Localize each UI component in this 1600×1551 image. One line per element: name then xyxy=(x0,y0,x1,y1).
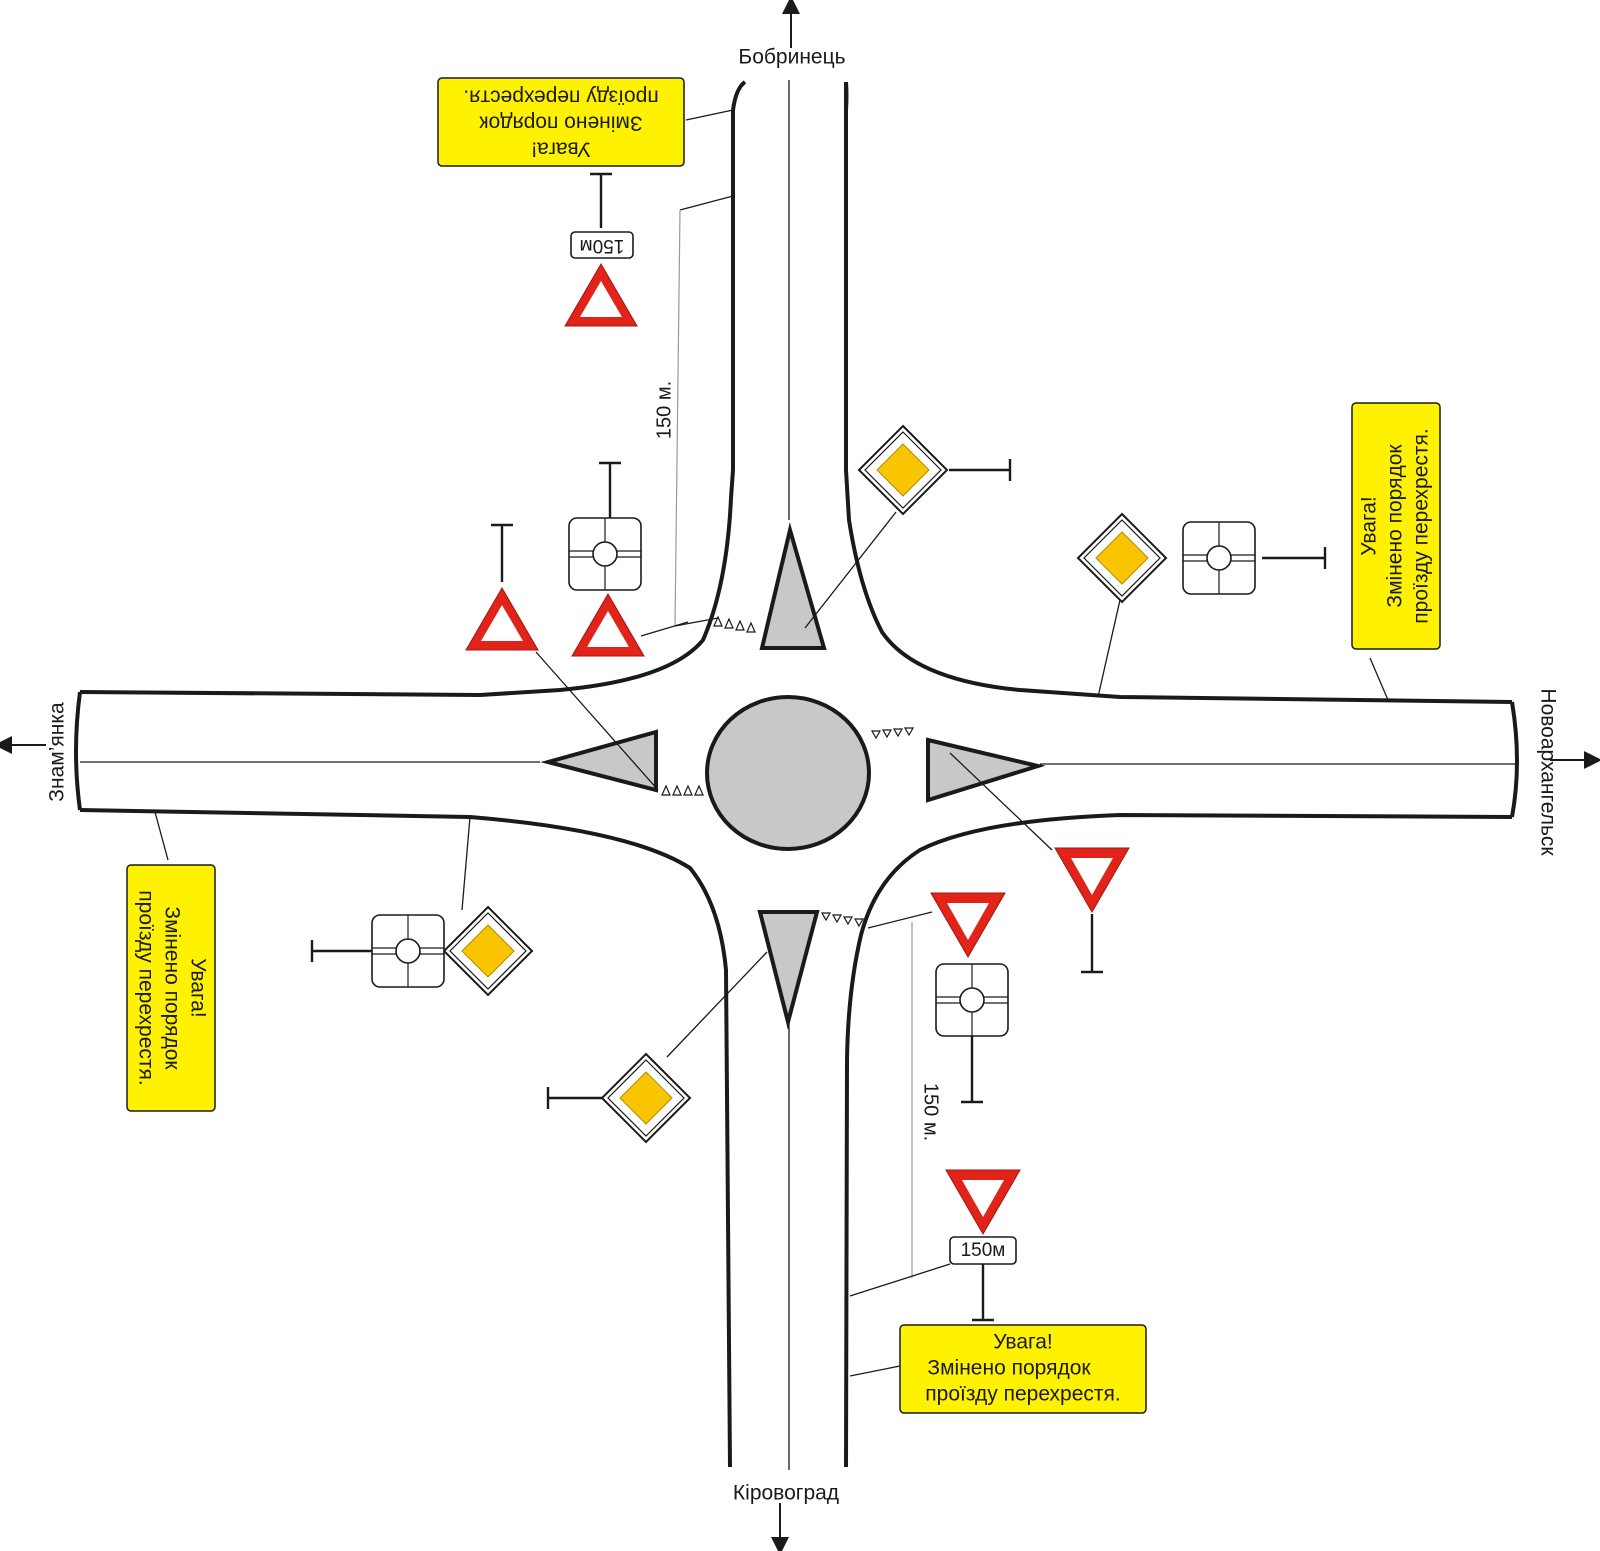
notice-line-3: проїзду перехрестя. xyxy=(463,85,658,108)
give-way-sign xyxy=(945,1169,1021,1235)
roundabout-sign xyxy=(568,517,642,591)
splitter-island-south xyxy=(757,910,820,1030)
centre-lines xyxy=(80,80,1516,1470)
direction-arrow-north xyxy=(781,0,801,49)
distance-plate-text: 150м xyxy=(580,235,625,256)
roundabout-sign xyxy=(1182,521,1256,595)
notice-line-1: Увага! xyxy=(993,1331,1052,1354)
roundabout-sign xyxy=(371,914,445,988)
give-way-sign xyxy=(930,892,1006,958)
distance-plate: 150м xyxy=(570,231,634,259)
direction-arrow-west xyxy=(0,735,47,755)
notice-board-west: Увага! Змінено порядок проїзду перехрест… xyxy=(126,864,216,1112)
give-way-sign xyxy=(564,263,638,327)
roundabout-sign xyxy=(935,963,1009,1037)
splitter-islands xyxy=(540,522,1046,1030)
sign-posts xyxy=(310,172,1327,1322)
main-road-sign xyxy=(1077,513,1167,603)
notice-line-1: Увага! xyxy=(1358,496,1381,555)
main-road-sign xyxy=(601,1053,691,1143)
splitter-island-north xyxy=(759,522,827,650)
direction-label-north: Бобринець xyxy=(738,46,845,69)
notice-line-2: Змінено порядок xyxy=(1384,444,1407,608)
notice-line-2: Змінено порядок xyxy=(479,111,643,134)
distance-label: 150 м. xyxy=(920,1083,942,1141)
notice-line-2: Змінено порядок xyxy=(927,1357,1091,1380)
direction-label-west: Знам’янка xyxy=(46,702,69,802)
splitter-island-west xyxy=(540,729,658,793)
main-road-sign xyxy=(443,906,533,996)
notice-line-1: Увага! xyxy=(186,958,209,1017)
yield-lines xyxy=(661,615,915,928)
give-way-sign xyxy=(1054,847,1130,913)
give-way-sign xyxy=(465,587,539,651)
direction-arrow-south xyxy=(770,1502,790,1551)
notice-board-south: Увага! Змінено порядок проїзду перехрест… xyxy=(899,1324,1147,1414)
splitter-island-east xyxy=(926,737,1046,803)
notice-line-3: проїзду перехрестя. xyxy=(134,890,157,1085)
central-island xyxy=(705,695,871,851)
notice-board-north: Увага! Змінено порядок проїзду перехрест… xyxy=(437,77,685,167)
notice-line-3: проїзду перехрестя. xyxy=(1410,428,1433,623)
leader-lines xyxy=(154,109,1389,1377)
distance-label: 150 м. xyxy=(653,381,675,439)
direction-label-east: Новоархангельск xyxy=(1536,688,1559,856)
road-edges xyxy=(74,80,1519,1468)
notice-line-2: Змінено порядок xyxy=(160,906,183,1070)
notice-board-east: Увага! Змінено порядок проїзду перехрест… xyxy=(1351,402,1441,650)
direction-label-south: Кіровоград xyxy=(733,1482,839,1505)
distance-plate-text: 150м xyxy=(961,1240,1006,1261)
main-road-sign xyxy=(858,425,948,515)
notice-line-1: Увага! xyxy=(531,137,590,160)
give-way-sign xyxy=(571,593,645,657)
distance-plate: 150м xyxy=(949,1236,1017,1265)
notice-line-3: проїзду перехрестя. xyxy=(925,1383,1120,1406)
